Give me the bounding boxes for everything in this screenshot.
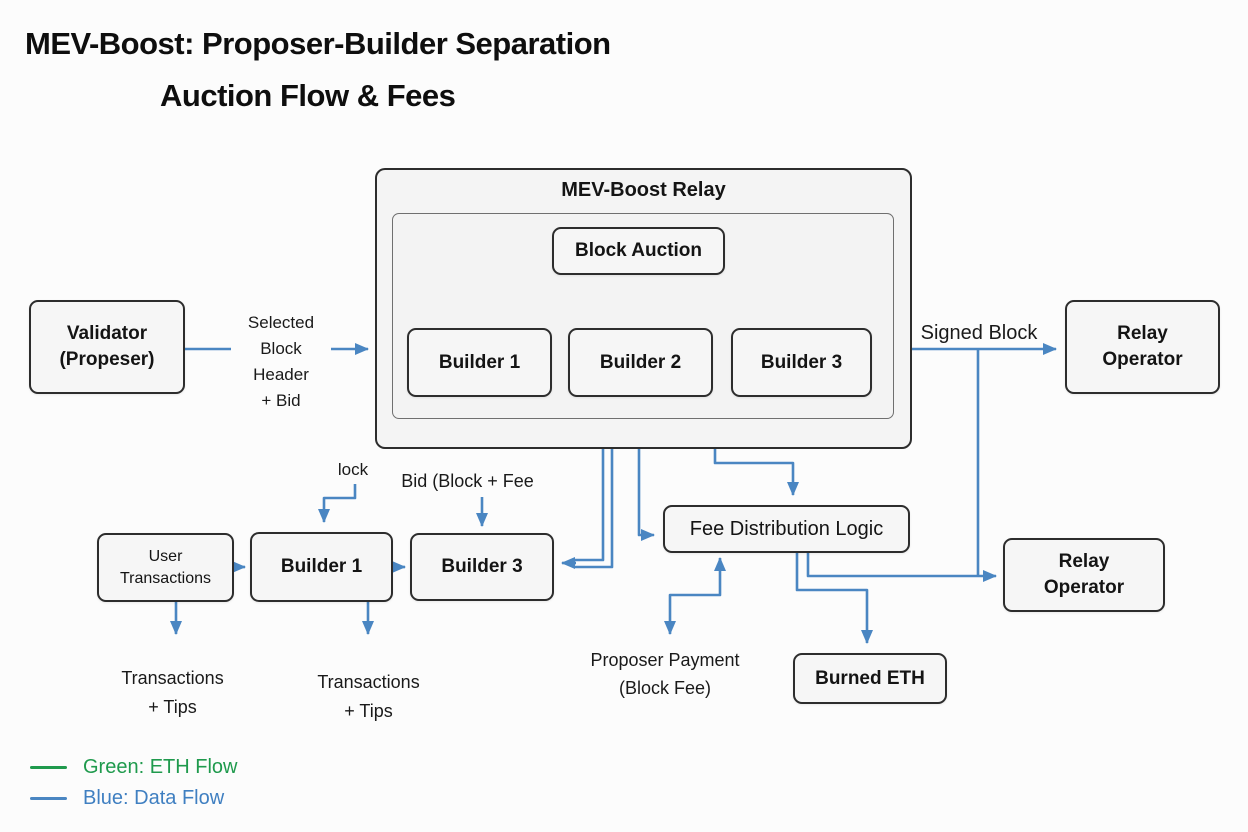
arrow-to-proposer-payment <box>664 562 722 635</box>
node-relay-operator-top: Relay Operator <box>1065 300 1220 394</box>
node-builder3-top: Builder 3 <box>731 328 872 397</box>
node-validator: Validator (Propeser) <box>29 300 185 394</box>
label-lock: lock <box>337 460 369 479</box>
label-proposer-payment: Proposer Payment (Block Fee) <box>590 650 740 698</box>
legend-item-eth-flow: Green: ETH Flow <box>30 752 237 783</box>
legend-item-data-flow: Blue: Data Flow <box>30 783 237 814</box>
node-builder2-top: Builder 2 <box>568 328 713 397</box>
arrow-fdl-to-relay-operator <box>806 553 997 582</box>
node-builder3-bottom: Builder 3 <box>410 533 554 601</box>
legend: Green: ETH Flow Blue: Data Flow <box>30 752 237 814</box>
blue-line-icon <box>30 797 67 800</box>
node-relay-operator-bottom: Relay Operator <box>1003 538 1165 612</box>
relay-title: MEV-Boost Relay <box>561 179 726 201</box>
label-transactions-tips-mid: Transactions + Tips <box>317 672 420 721</box>
arrow-lock-to-builder1 <box>318 484 357 523</box>
node-block-auction: Block Auction <box>552 227 725 275</box>
legend-label-data-flow: Blue: Data Flow <box>83 787 225 809</box>
node-fee-distribution-logic: Fee Distribution Logic <box>663 505 910 553</box>
arrow-fdl-to-burned-eth <box>795 553 873 644</box>
node-builder1-top: Builder 1 <box>407 328 552 397</box>
label-selected-block-header-bid: Selected Block Header + Bid <box>231 310 331 414</box>
green-line-icon <box>30 766 67 769</box>
title-line-2: Auction Flow & Fees <box>160 78 456 113</box>
diagram-title: MEV-Boost: Proposer-Builder Separation A… <box>25 18 611 122</box>
arrow-relay-to-fdl-top <box>713 449 799 496</box>
label-signed-block: Signed Block <box>920 322 1038 344</box>
label-bid-block-fee: Bid (Block + Fee <box>401 471 534 491</box>
node-builder1-bottom: Builder 1 <box>250 532 393 602</box>
label-transactions-tips-left: Transactions + Tips <box>121 668 224 717</box>
legend-label-eth-flow: Green: ETH Flow <box>83 756 238 778</box>
title-line-1: MEV-Boost: Proposer-Builder Separation <box>25 26 611 61</box>
node-burned-eth: Burned ETH <box>793 653 947 704</box>
arrow-relay-to-fdl-left <box>637 449 655 541</box>
node-user-transactions: User Transactions <box>97 533 234 602</box>
